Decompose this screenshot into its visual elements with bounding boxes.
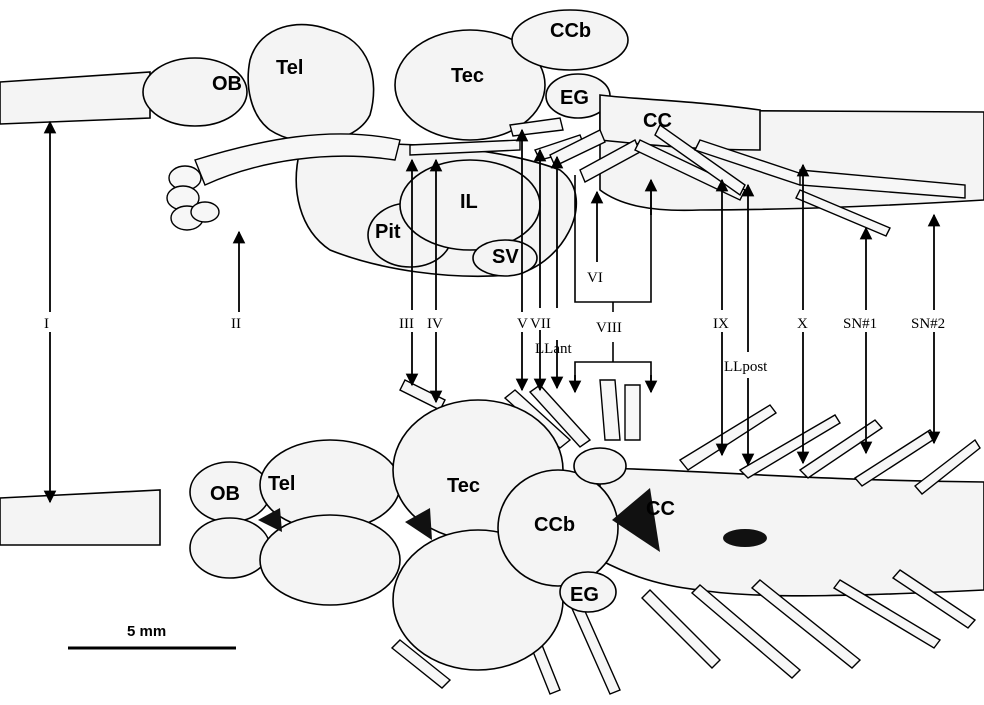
scale-bar: 5 mm bbox=[68, 623, 236, 648]
nerve-label-sn1: SN#1 bbox=[843, 316, 877, 332]
lateral-cc-label: CC bbox=[643, 110, 672, 132]
lateral-ob-label: OB bbox=[212, 73, 242, 95]
lateral-pit-label: Pit bbox=[375, 221, 401, 243]
nerve-label-llant: LLant bbox=[535, 341, 572, 357]
lateral-ccb-label: CCb bbox=[550, 20, 591, 42]
lateral-tec-label: Tec bbox=[451, 65, 484, 87]
dorsal-fissure-4 bbox=[723, 529, 767, 547]
lateral-view: OB Tel Tec CCb EG CC IL Pit SV bbox=[0, 10, 984, 276]
dorsal-ob-label: OB bbox=[210, 483, 240, 505]
nerve-label-llpost: LLpost bbox=[724, 359, 768, 375]
nerve-label-x: X bbox=[797, 316, 808, 332]
lateral-il-label: IL bbox=[460, 191, 478, 213]
lateral-tel-label: Tel bbox=[276, 57, 303, 79]
nerve-label-ii: II bbox=[231, 316, 241, 332]
dorsal-tec-label: Tec bbox=[447, 475, 480, 497]
nerve-label-sn2: SN#2 bbox=[911, 316, 945, 332]
dorsal-eg-upper-shape bbox=[574, 448, 626, 484]
dorsal-ob-lower bbox=[190, 518, 270, 578]
nerve-label-v: V bbox=[517, 316, 528, 332]
nerve-label-iv: IV bbox=[427, 316, 443, 332]
dorsal-eg-label: EG bbox=[570, 584, 599, 606]
nerve-label-viii: VIII bbox=[596, 320, 622, 336]
nerve-label-i: I bbox=[44, 316, 49, 332]
nerve-label-vi: VI bbox=[587, 270, 603, 286]
nerve-label-iii: III bbox=[399, 316, 414, 332]
scale-bar-label: 5 mm bbox=[127, 623, 166, 640]
nerve-label-ix: IX bbox=[713, 316, 729, 332]
nerve-labels: I II III IV V VI VII VIII LLant IX LLpos… bbox=[44, 270, 945, 375]
dorsal-fissure-1 bbox=[258, 508, 282, 532]
dorsal-olfactory-tract bbox=[0, 490, 160, 545]
lateral-sv-label: SV bbox=[492, 246, 519, 268]
dorsal-tel-label: Tel bbox=[268, 473, 295, 495]
lateral-olfactory-nerve bbox=[0, 72, 150, 124]
nerve-label-vii: VII bbox=[530, 316, 551, 332]
dorsal-cc-label: CC bbox=[646, 498, 675, 520]
lateral-telencephalon-shape bbox=[248, 25, 373, 142]
lateral-eg-label: EG bbox=[560, 87, 589, 109]
dorsal-ccb-label: CCb bbox=[534, 514, 575, 536]
